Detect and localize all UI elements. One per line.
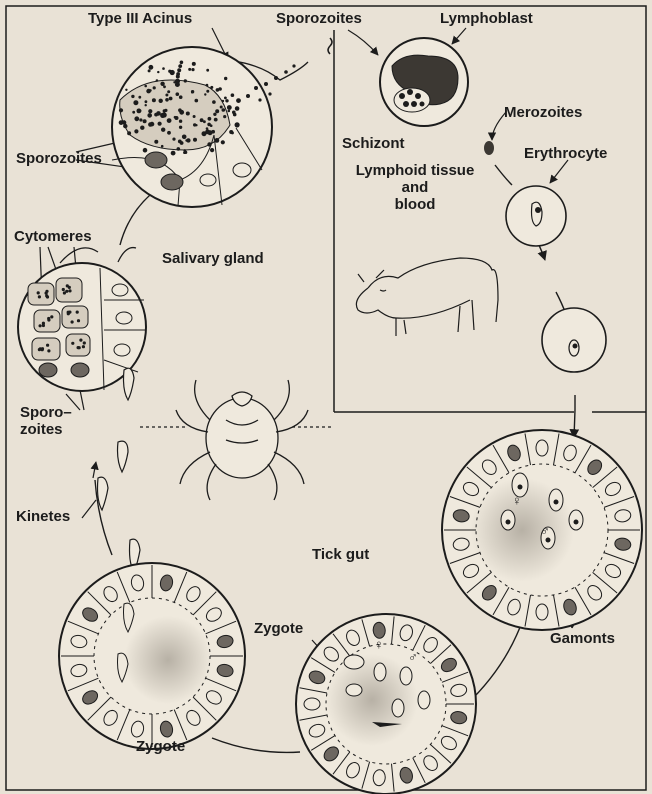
label-sporozoites-split: Sporo– zoites [20,404,72,438]
label-sporo-line1: Sporo– [20,404,72,421]
pointer-lymphoblast [452,28,466,44]
label-lymphoid-tissue: Lymphoid tissue and blood [340,162,490,213]
cow-illustration [356,258,498,336]
connector-acinus-to-gland [120,195,150,245]
label-tick-gut: Tick gut [312,546,369,563]
label-lymphoid-line2: and [340,179,490,196]
label-gamonts: Gamonts [550,630,615,647]
label-lymphoblast: Lymphoblast [440,10,533,27]
label-lymphoid-line1: Lymphoid tissue [340,162,490,179]
kinete-shapes [98,368,141,572]
male-symbol-gamont: ♂ [540,522,550,539]
label-sporozoites-top: Sporozoites [276,10,362,27]
tick-illustration [176,380,308,500]
label-lymphoid-line3: blood [340,196,490,213]
label-zygote-mid: Zygote [254,620,303,637]
erythrocyte-cell-2 [542,308,606,372]
erythrocyte-cell-1 [506,186,566,246]
type-iii-acinus-cell [112,47,308,207]
label-salivary-gland: Salivary gland [162,250,264,267]
pointer-erythrocyte [550,160,568,183]
female-symbol-zygote: ♀ [374,636,384,653]
label-erythrocyte: Erythrocyte [524,145,607,162]
female-symbol-gamont: ♀ [512,492,522,509]
pointer-kinetes [82,500,96,518]
merozoite [484,141,494,155]
label-cytomeres: Cytomeres [14,228,92,245]
zygote-cell [296,614,476,794]
label-zygote-bottom: Zygote [136,738,185,755]
label-kinetes: Kinetes [16,508,70,525]
connector-merozoite-to-erythrocyte [495,165,512,185]
lymphoblast-cell [380,38,468,126]
male-symbol-zygote: ♂ [408,648,418,665]
connector-gut-to-zygote [212,738,300,752]
label-sporo-line2: zoites [20,421,72,438]
pointer-sporo-a [80,390,84,410]
tick-gut-kinete-cell [59,563,245,749]
pointer-sporozoites-to-lymphoblast [348,30,378,55]
connector-to-gamonts [574,395,575,438]
label-merozoites: Merozoites [504,104,582,121]
label-type-iii-acinus: Type III Acinus [88,10,192,27]
label-sporozoites-left: Sporozoites [16,150,102,167]
label-schizont: Schizont [342,135,405,152]
pointer-sporo-arrow [93,462,96,478]
